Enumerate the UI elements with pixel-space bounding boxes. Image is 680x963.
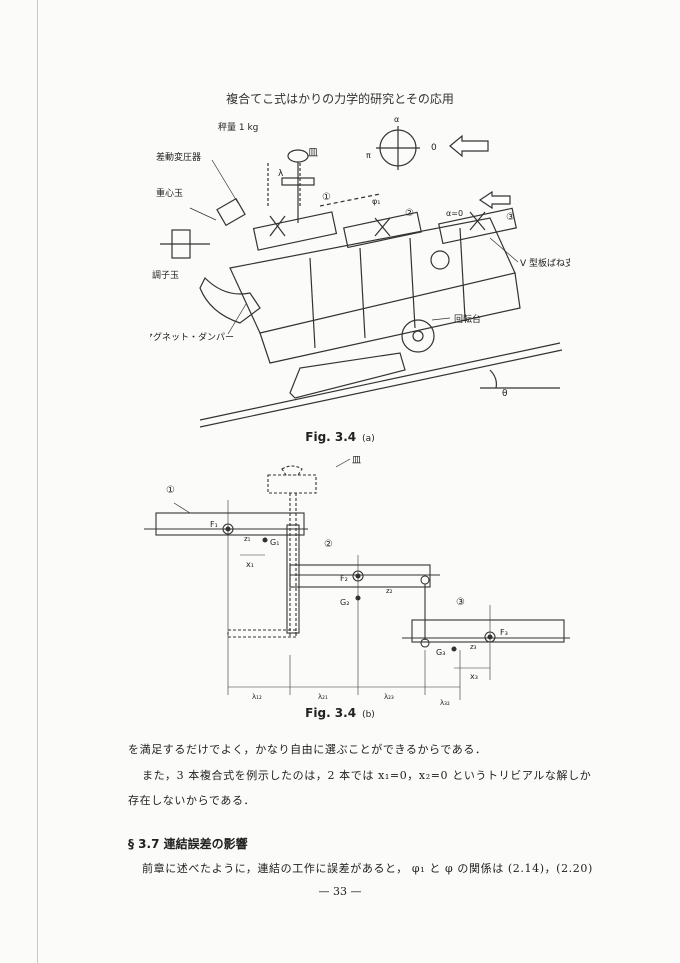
page-margin-line (37, 0, 38, 963)
label-zero: 0 (431, 143, 437, 153)
body-text-line-1: を満足するだけでよく，かなり自由に選ぶことができるからである． (128, 743, 487, 756)
dish (287, 149, 309, 163)
caption-fig-3-4a: Fig. 3.4(a) (305, 430, 375, 444)
label-alpha0: α=0 (446, 209, 463, 218)
arrow-alpha-icon (449, 134, 489, 158)
ball (430, 250, 450, 270)
center-g3 (451, 646, 457, 652)
label-dish: 皿 (308, 148, 318, 159)
inclined-base-top (199, 342, 561, 421)
label-theta: θ (502, 389, 508, 399)
column-2 (359, 247, 366, 339)
figure-3-4a: 秤量 1 kg 差動変圧器 重心玉 調子玉 マグネット・ダンパー 皿 λ φ₁ … (150, 115, 570, 428)
label-x1: x₁ (246, 560, 254, 569)
label-lambda32: λ₃₂ (440, 699, 450, 707)
column-3 (409, 237, 416, 329)
label-phi1: φ₁ (372, 197, 380, 206)
label-lever-1-b: ① (166, 485, 175, 496)
label-g2: G₂ (340, 598, 349, 607)
v-spring-1 (269, 215, 286, 237)
v-spring-2 (374, 217, 391, 237)
label-lever-2-b: ② (324, 539, 333, 550)
label-f2: F₂ (340, 574, 348, 583)
body-text-line-3: 存在しないからである． (128, 794, 256, 807)
center-g1 (262, 537, 268, 543)
body-text-line-4: 前章に述べたように，連結の工作に誤差があると， φ₁ と φ の関係は (2.1… (142, 862, 593, 875)
label-differential-transformer: 差動変圧器 (156, 151, 201, 163)
column-1 (309, 257, 316, 349)
body-text-line-2: また，3 本複合式を例示したのは，2 本では x₁=0，x₂=0 というトリビア… (142, 769, 592, 782)
lever-3 (411, 619, 565, 643)
label-center-weight: 重心玉 (156, 187, 183, 199)
label-x3: x₃ (470, 672, 478, 681)
dish-holder (267, 474, 317, 494)
label-lever-1: ① (322, 192, 331, 203)
turntable-wheel (401, 319, 435, 353)
lever-2 (289, 564, 431, 588)
label-f1: F₁ (210, 520, 218, 529)
lever-3 (438, 207, 517, 245)
dish-plate (281, 177, 315, 186)
lever-1 (252, 211, 338, 251)
frame-side (259, 272, 521, 364)
magnet-damper (199, 276, 261, 324)
label-z2: z₂ (386, 587, 393, 595)
dish-outline (281, 465, 303, 476)
label-lever-2: ② (405, 208, 414, 219)
label-z3: z₃ (470, 643, 477, 651)
page-number: — 33 — (318, 885, 362, 898)
label-turntable: 回転台 (454, 313, 481, 325)
running-head: 複合てこ式はかりの力学的研究とその応用 (226, 92, 454, 106)
label-lever-3: ③ (506, 212, 515, 223)
label-lambda21: λ₂₁ (318, 693, 328, 701)
label-adjust-weight: 調子玉 (152, 269, 179, 281)
phi1-line (319, 193, 381, 207)
inclined-base-bottom (199, 349, 563, 428)
label-lever-3-b: ③ (456, 597, 465, 608)
label-f3: F₃ (500, 628, 508, 637)
column-4 (459, 227, 466, 319)
lever-2 (343, 211, 422, 249)
label-g1: G₁ (270, 538, 279, 547)
label-dish-b: 皿 (352, 456, 361, 466)
lever-1 (155, 512, 305, 536)
label-lambda12: λ₁₂ (252, 693, 262, 701)
label-z1: z₁ (244, 535, 251, 543)
theta-arc (489, 369, 497, 389)
section-heading: § 3.7 連結誤差の影響 (128, 837, 248, 851)
arrow-alpha0-icon (478, 190, 511, 210)
figure-3-4b: 皿 ① ② ③ F₁ F₂ F₃ G₁ G₂ G₃ z₁ z₂ z₃ x₁ x₃… (144, 456, 570, 707)
differential-transformer (216, 197, 246, 227)
label-lambda23: λ₂₃ (384, 693, 394, 701)
label-magnet-damper: マグネット・ダンパー (150, 331, 234, 343)
label-alpha: α (394, 115, 399, 124)
v-spring-3 (469, 211, 486, 231)
caption-fig-3-4b: Fig. 3.4(b) (305, 706, 375, 720)
label-pi: π (366, 151, 371, 160)
label-v-spring: V 型板ばね支点 (520, 257, 570, 269)
pedestal (289, 352, 406, 399)
label-g3: G₃ (436, 648, 445, 657)
label-load: 秤量 1 kg (218, 122, 258, 133)
label-lambda: λ (278, 169, 284, 179)
